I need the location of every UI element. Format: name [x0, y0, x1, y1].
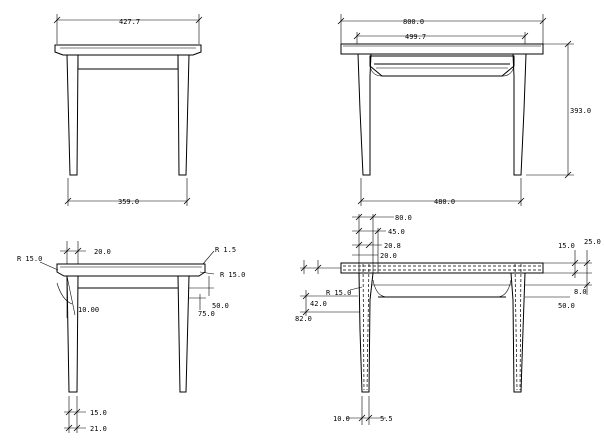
front-leg-span-label: 480.0: [434, 198, 455, 206]
front-dim-42-label: 42.0: [310, 300, 327, 308]
side-leg-offset-label: 20.0: [94, 248, 111, 256]
side-view: 427.7 359.0: [53, 14, 203, 206]
front-dim-8-label: 8.0: [574, 288, 587, 296]
front-top-width-label: 800.0: [403, 18, 424, 26]
front-leg-bottom-right-label: 5.5: [380, 415, 393, 423]
side-leg-top-label: 21.0: [90, 425, 107, 433]
front-dim-20-8-label: 20.8: [384, 242, 401, 250]
front-dim-20-label: 20.0: [380, 252, 397, 260]
front-dim-82-label: 82.0: [295, 315, 312, 323]
side-apron-height-label: 50.0: [212, 302, 229, 310]
side-radius-left-label: R 15.0: [17, 255, 42, 263]
front-height-label: 393.0: [570, 107, 591, 115]
side-radius-right-label: R 1.5: [215, 246, 236, 254]
side-apron-drop-label: 75.0: [198, 310, 215, 318]
front-dim-50-label: 50.0: [558, 302, 575, 310]
front-leg-bottom-left-label: 10.0: [333, 415, 350, 423]
front-view: 800.0 499.7 393.0 480.0: [337, 14, 591, 206]
front-detail: 80.0 45.0 20.8 20.0 R 15.0 42.0 82.0: [295, 213, 601, 425]
side-leg-bottom-label: 15.0: [90, 409, 107, 417]
side-top-width-label: 427.7: [119, 18, 140, 26]
front-dim-45-label: 45.0: [388, 228, 405, 236]
side-angle-label: 10.00: [78, 306, 99, 314]
side-detail: 10.00 20.0 R 15.0 R 1.5 R 15.0 50.0 75.0…: [17, 241, 245, 433]
front-dim-80-label: 80.0: [395, 214, 412, 222]
front-dim-15-label: 15.0: [558, 242, 575, 250]
side-radius-small-label: R 15.0: [220, 271, 245, 279]
side-leg-span-label: 359.0: [118, 198, 139, 206]
front-dim-25-label: 25.0: [584, 238, 601, 246]
front-apron-width-label: 499.7: [405, 33, 426, 41]
front-radius-label: R 15.0: [326, 289, 351, 297]
